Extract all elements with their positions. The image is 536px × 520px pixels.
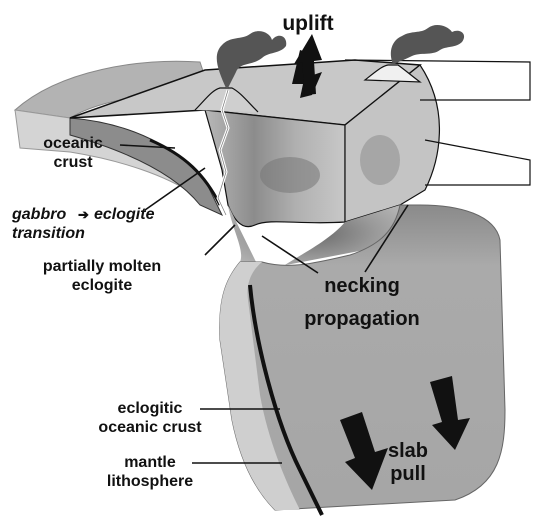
label-transition-arrow: ➔ (78, 207, 89, 222)
label-transition-2: transition (12, 225, 85, 242)
label-molten-1: partially molten (43, 258, 161, 275)
label-necking-1: necking (324, 275, 400, 297)
label-eclogitic-1: eclogitic (118, 400, 183, 417)
label-transition-eclogite: eclogite (94, 206, 155, 223)
label-oceanic-crust-1: oceanic (43, 135, 103, 152)
thermal-contour (260, 157, 320, 193)
reference-plane-bottom (425, 140, 530, 185)
label-uplift: uplift (282, 12, 333, 35)
label-slab-pull-2: pull (390, 463, 426, 485)
thermal-contour-2 (360, 135, 400, 185)
leader-molten (205, 225, 235, 255)
label-mantle-2: lithosphere (107, 473, 193, 490)
label-mantle-1: mantle (124, 454, 176, 471)
label-slab-pull-1: slab (388, 440, 428, 462)
label-transition-gabbro: gabbro (11, 206, 66, 223)
label-molten-2: eclogite (72, 277, 133, 294)
label-necking-2: propagation (304, 308, 420, 330)
label-oceanic-crust-2: crust (53, 154, 93, 171)
label-eclogitic-2: oceanic crust (98, 419, 202, 436)
volcano-right-plume (391, 25, 464, 64)
